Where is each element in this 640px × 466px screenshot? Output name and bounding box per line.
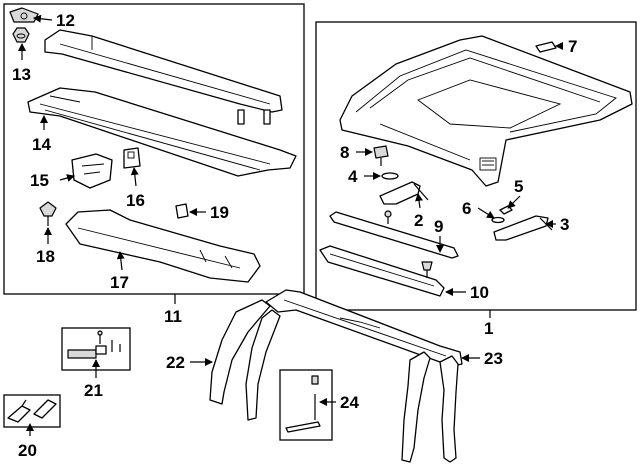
callout-4: 4 <box>348 167 358 186</box>
callout-7: 7 <box>568 37 577 56</box>
callout-2: 2 <box>414 211 423 230</box>
part-10-rail <box>319 245 445 297</box>
part-7-clip <box>535 41 557 53</box>
callout-15: 15 <box>30 171 49 190</box>
group-box-11 <box>3 3 305 295</box>
part-15-bracket <box>71 153 113 189</box>
part-14-rail <box>27 87 297 177</box>
callout-8: 8 <box>340 143 349 162</box>
callout-16: 16 <box>126 191 145 210</box>
leader-lines <box>18 14 563 436</box>
callout-5: 5 <box>514 177 523 196</box>
part-6-washer <box>491 216 505 224</box>
callout-labels: 12 13 14 15 16 19 18 17 11 7 8 4 5 6 2 3… <box>12 11 577 460</box>
part-19-clip <box>175 203 189 219</box>
callout-20: 20 <box>18 441 37 460</box>
callout-3: 3 <box>560 215 569 234</box>
part-9-strip <box>329 211 459 259</box>
callout-13: 13 <box>12 65 31 84</box>
part-8-bolt <box>373 145 389 166</box>
callout-10: 10 <box>470 283 489 302</box>
part-12-clip <box>9 7 39 23</box>
part-20-hinges <box>7 399 57 423</box>
part-21-hardware <box>67 330 121 359</box>
part-22-23-rollbar-frame <box>209 289 463 463</box>
part-5-clip <box>499 205 513 215</box>
part-16-clip <box>123 147 141 169</box>
group-box-24 <box>279 369 333 441</box>
callout-21: 21 <box>84 381 103 400</box>
callout-1: 1 <box>484 319 493 338</box>
callout-18: 18 <box>36 247 55 266</box>
part-18-pushpin <box>39 201 57 226</box>
callout-12: 12 <box>56 11 75 30</box>
group-box-1 <box>315 21 637 311</box>
group-box-20 <box>3 394 61 428</box>
part-13-nut <box>12 27 30 43</box>
callout-14: 14 <box>32 135 51 154</box>
callout-9: 9 <box>434 217 443 236</box>
part-4-washer <box>381 172 399 180</box>
callout-6: 6 <box>462 199 471 218</box>
callout-17: 17 <box>110 273 129 292</box>
part-1-hardtop <box>339 35 633 187</box>
callout-11: 11 <box>164 307 182 326</box>
callout-19: 19 <box>210 203 229 222</box>
part-17-trim-panel <box>65 209 261 283</box>
callout-24: 24 <box>340 393 359 412</box>
callout-23: 23 <box>484 349 503 368</box>
callout-22: 22 <box>166 353 185 372</box>
part-24-hardware <box>285 375 321 433</box>
part-upper-side-rail <box>44 29 283 125</box>
